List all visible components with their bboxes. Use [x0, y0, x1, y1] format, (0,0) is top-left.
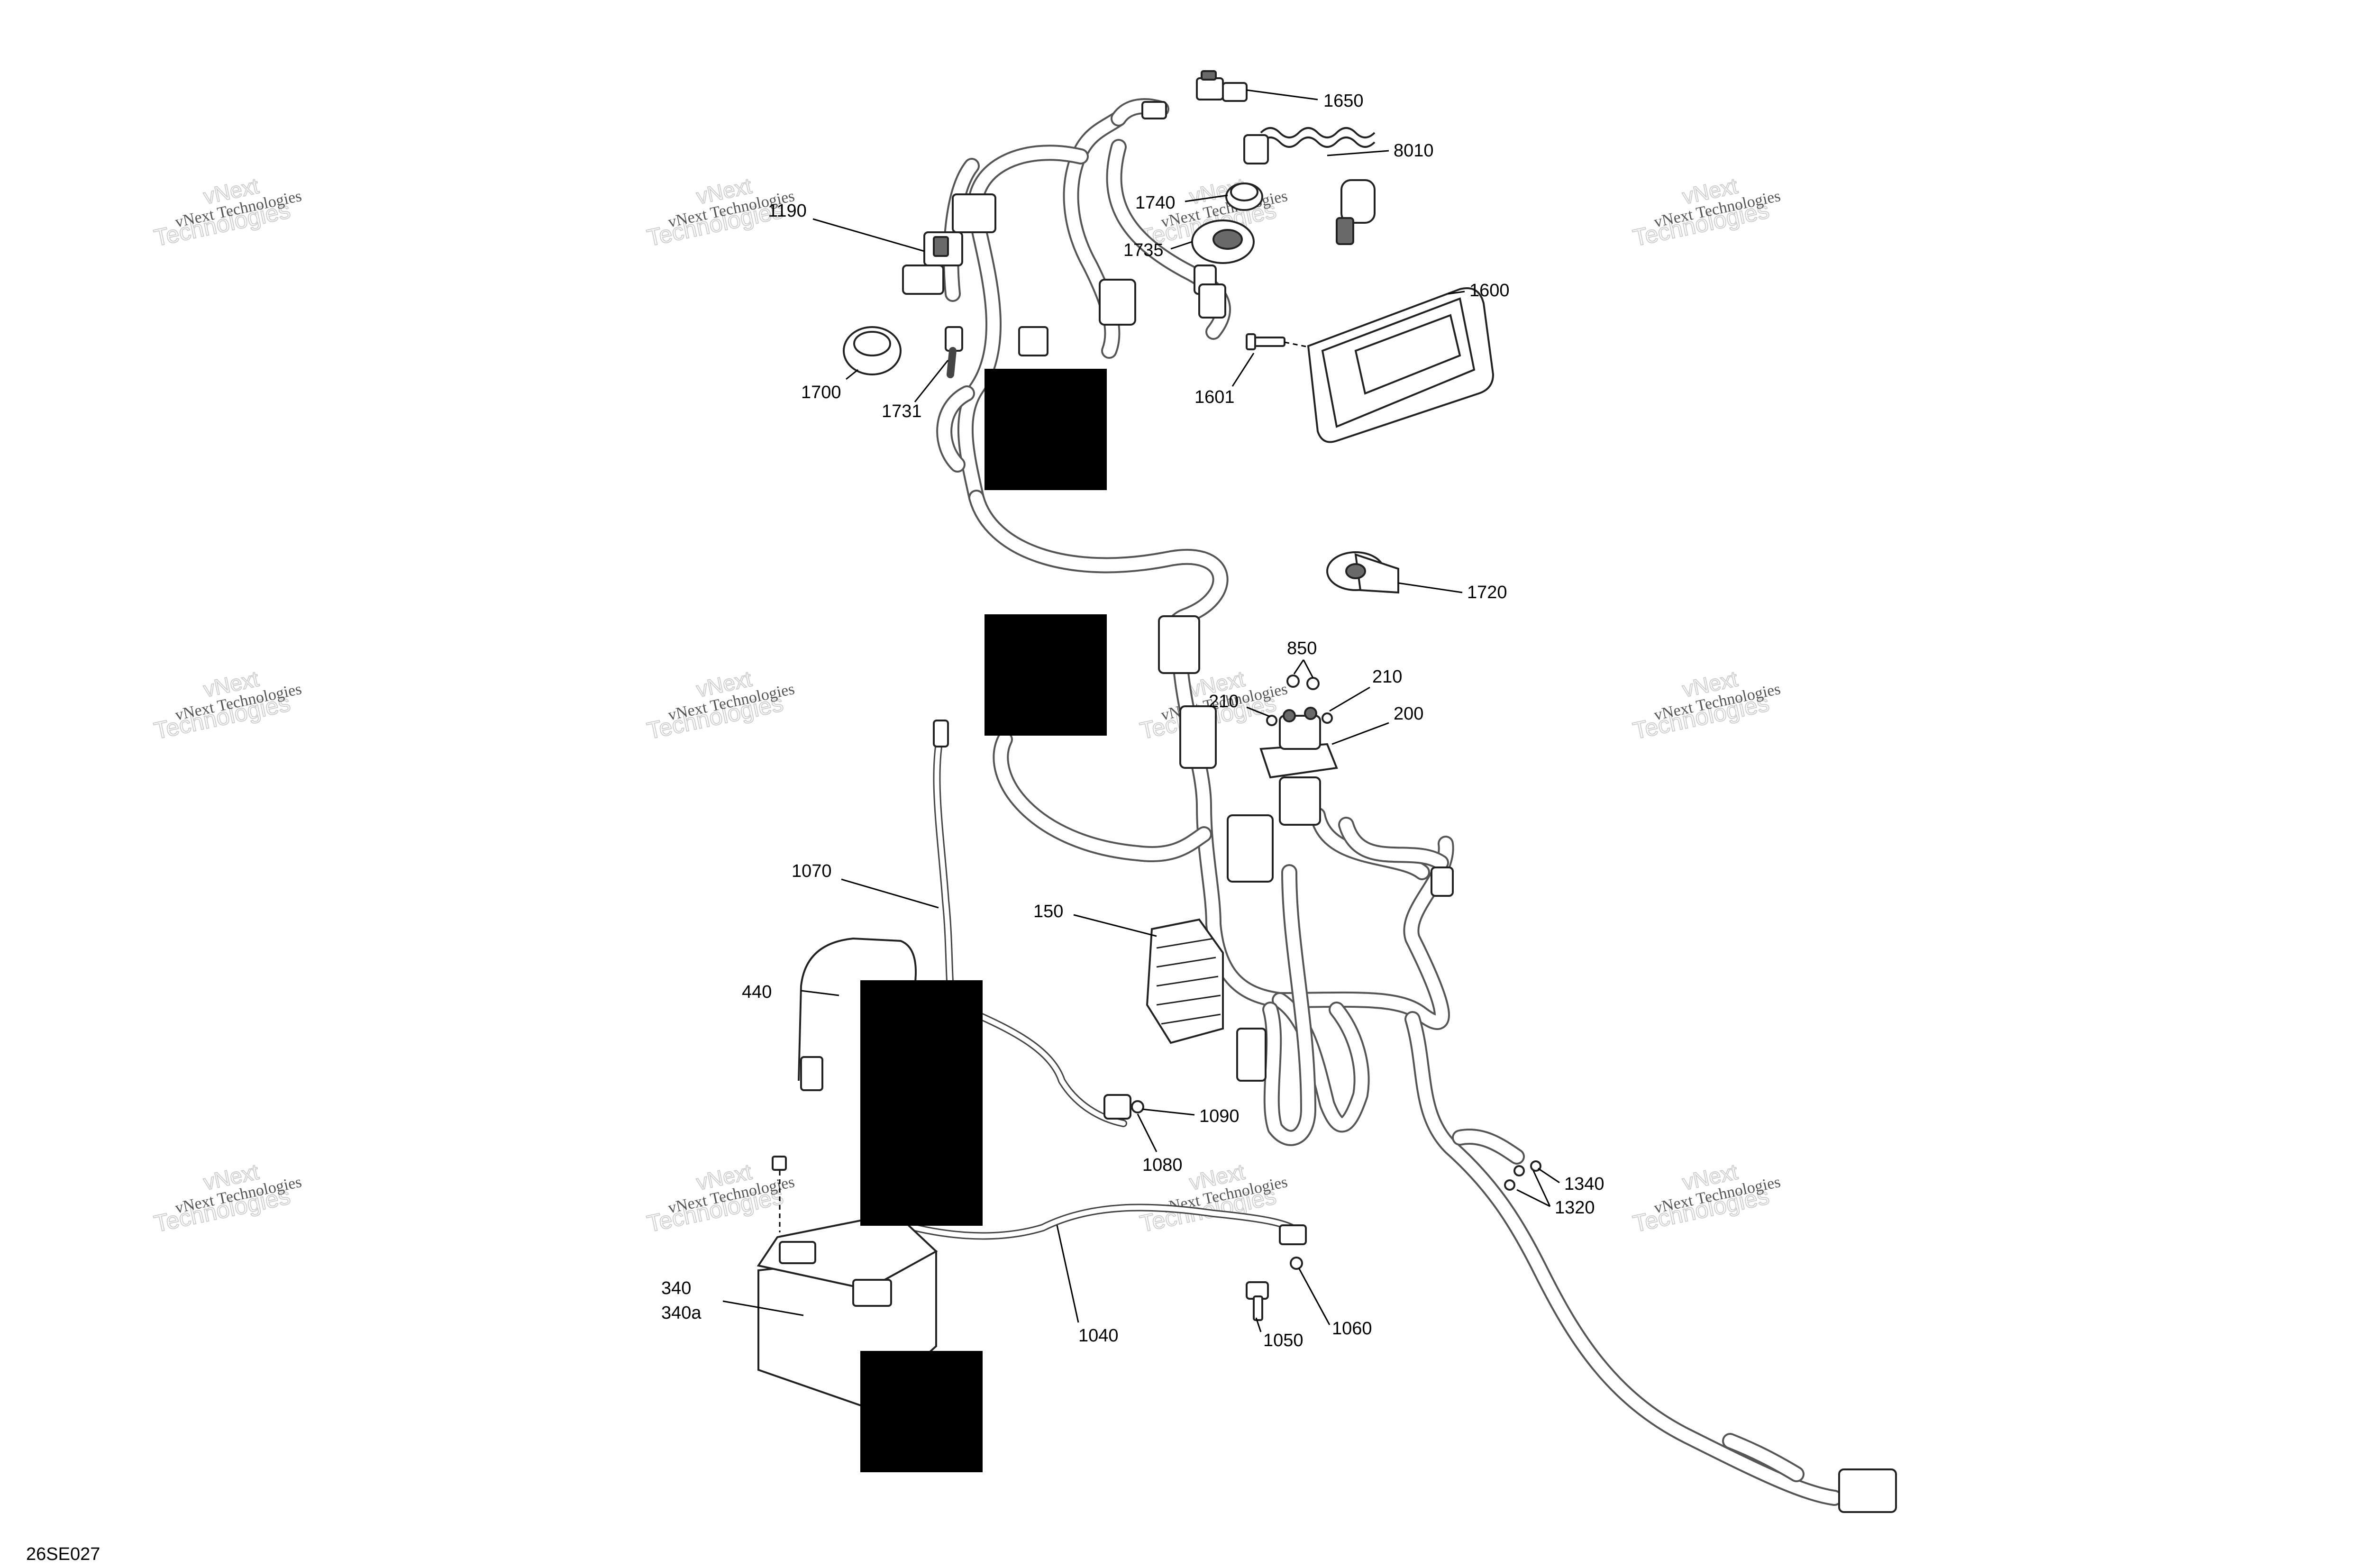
callout-1060: 1060	[1332, 1319, 1372, 1339]
callout-labels: 1650 8010 1190 1740 1735 1600 1601 1700 …	[661, 91, 1604, 1350]
redaction-block-2	[984, 614, 1107, 736]
bolt-battery	[772, 1156, 787, 1232]
connector-harness-b	[1279, 776, 1321, 826]
redaction-blocks	[860, 369, 1107, 1472]
callout-200: 200	[1394, 704, 1423, 724]
connector-harness-mid	[1158, 615, 1200, 674]
callout-1070: 1070	[792, 861, 832, 881]
callout-1600: 1600	[1469, 281, 1510, 301]
callout-1190: 1190	[768, 201, 807, 221]
terminal-1080-1090	[1103, 1094, 1144, 1120]
cap-1740	[1225, 182, 1263, 211]
fuse-box	[1227, 814, 1274, 883]
redaction-block-4	[860, 1351, 983, 1472]
relay-200	[1259, 707, 1338, 779]
leader-lines	[722, 89, 1560, 1332]
redaction-block-1	[984, 369, 1107, 490]
callout-210-left: 210	[1209, 692, 1239, 711]
callout-1720: 1720	[1467, 583, 1507, 602]
callout-340a: 340a	[661, 1303, 702, 1323]
callout-850: 850	[1287, 638, 1317, 658]
callout-1040: 1040	[1078, 1326, 1119, 1346]
nut-850	[1286, 675, 1320, 690]
connector-1650	[1196, 70, 1248, 102]
screw-210	[1266, 712, 1333, 726]
connector-harness-a	[1179, 705, 1217, 769]
connector-mid-c	[1018, 326, 1048, 356]
connector-harness-d	[1431, 866, 1454, 897]
callout-210-right: 210	[1372, 667, 1402, 687]
connector-1190	[902, 231, 963, 295]
parts	[757, 70, 1897, 1513]
connector-mid-b	[1198, 283, 1226, 319]
coiled-cable-8010	[1243, 127, 1376, 245]
bolt-1050-1060	[1246, 1257, 1303, 1321]
callout-1601: 1601	[1194, 387, 1235, 407]
screw-1601	[1246, 333, 1309, 350]
display-1600	[1307, 287, 1495, 443]
callout-440: 440	[742, 982, 772, 1002]
switch-1735	[1191, 219, 1255, 295]
battery-cables	[878, 729, 1303, 1240]
callout-1080: 1080	[1142, 1155, 1183, 1175]
connector-1731	[945, 326, 963, 378]
regulator-150	[1146, 918, 1224, 1044]
callout-1050: 1050	[1263, 1331, 1304, 1350]
redaction-block-3	[860, 980, 983, 1226]
connector-top-left	[952, 193, 996, 233]
callout-1090: 1090	[1199, 1106, 1240, 1126]
callout-150: 150	[1033, 902, 1063, 921]
cable-terminal-1070	[933, 720, 949, 748]
connector-top	[1141, 101, 1167, 119]
connector-harness-c	[1236, 1028, 1267, 1082]
callout-1731: 1731	[882, 401, 922, 421]
connector-end	[1838, 1468, 1897, 1513]
component-1700	[843, 326, 902, 375]
document-code: 26SE027	[26, 1544, 100, 1564]
grommet-1720	[1326, 551, 1399, 594]
callout-1700: 1700	[801, 383, 841, 402]
callout-1340: 1340	[1564, 1174, 1604, 1194]
connector-mid-a	[1099, 279, 1136, 326]
cable-terminal-1040	[1279, 1224, 1307, 1245]
callout-1650: 1650	[1323, 91, 1364, 111]
callout-1740: 1740	[1135, 193, 1176, 213]
callout-1320: 1320	[1555, 1198, 1595, 1218]
callout-1735: 1735	[1123, 240, 1164, 260]
callout-8010: 8010	[1394, 141, 1434, 161]
callout-340: 340	[661, 1278, 691, 1298]
